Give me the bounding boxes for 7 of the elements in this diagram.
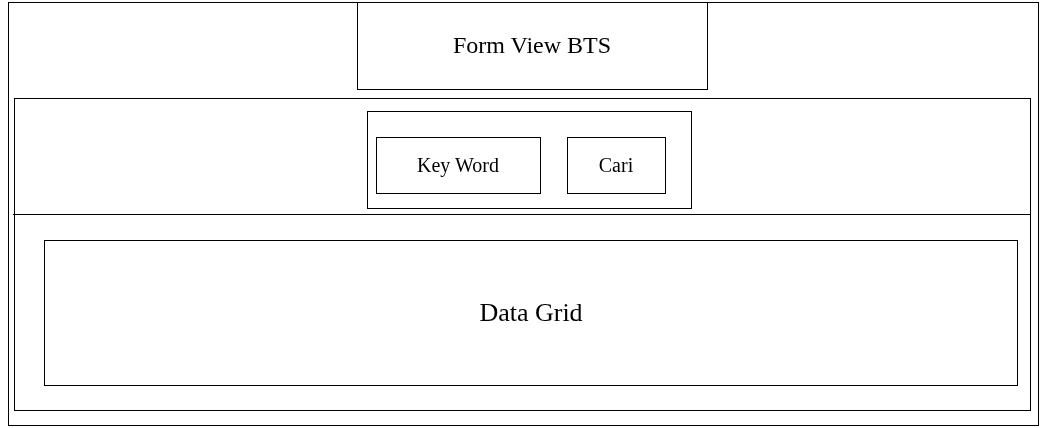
data-grid: Data Grid — [44, 240, 1018, 386]
title-box: Form View BTS — [356, 1, 708, 90]
search-button: Cari — [566, 136, 666, 194]
form-panel — [13, 97, 1031, 411]
search-panel — [367, 111, 692, 209]
window-frame — [8, 2, 1039, 426]
keyword-field: Key Word — [375, 136, 541, 194]
